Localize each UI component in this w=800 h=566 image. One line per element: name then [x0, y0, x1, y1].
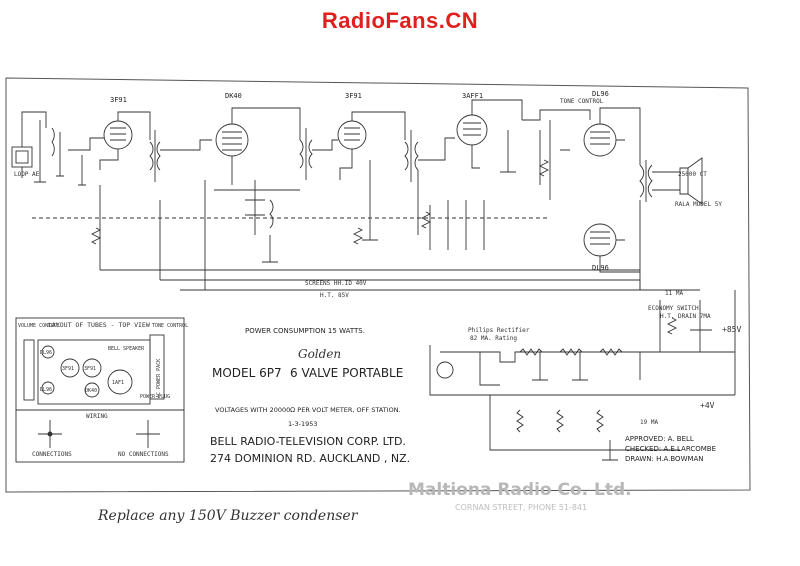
description-text: 6 VALVE PORTABLE — [290, 366, 403, 380]
layout-volume-label: VOLUME CONTROL — [18, 323, 60, 329]
economy-sub-label: H.T. DRAIN 7MA — [660, 313, 711, 320]
layout-ac-power-pack: AC POWER PACK — [156, 359, 162, 398]
tube-6-symbol — [583, 223, 617, 257]
voltages-text: VOLTAGES WITH 20000Ω PER VOLT METER, OFF… — [215, 406, 401, 414]
speaker-symbol — [679, 157, 703, 205]
date-text: 1-3-1953 — [288, 420, 318, 428]
dealer-stamp-address: CORNAN STREET, PHONE 51-841 — [455, 503, 587, 512]
rectifier-rating-label: 82 MA. Rating — [470, 335, 517, 342]
loop-aerial-label: LOOP AE — [14, 171, 40, 178]
tube-3-symbol — [337, 120, 367, 150]
tube-label-2: DK40 — [225, 92, 242, 100]
layout-tube-dk40: DK40 — [85, 388, 97, 394]
loop-aerial-symbol — [11, 146, 33, 168]
plus-4v-label: +4V — [700, 401, 715, 410]
ma-19-label: 19 MA — [640, 419, 658, 426]
power-consumption-text: POWER CONSUMPTION 15 WATTS. — [245, 327, 365, 335]
speaker-model-label: RALA MODEL 5Y — [675, 201, 722, 208]
layout-no-connections-label: NO CONNECTIONS — [118, 451, 169, 458]
watermark-logo: RadioFans.CN — [321, 8, 479, 33]
tube-label-3: 3F91 — [345, 92, 362, 100]
power-supply-wiring — [429, 290, 736, 461]
speaker-label: 25000 CT — [678, 171, 707, 178]
sheet-border — [5, 77, 751, 493]
dealer-stamp-company: Maltiona Radio Co. Ltd. — [408, 480, 632, 500]
layout-tube-3f91a: 3F91 — [62, 366, 74, 372]
tube-layout-box — [15, 317, 185, 463]
layout-bell-speaker: BELL SPEAKER — [108, 346, 145, 352]
tube-5-symbol — [583, 123, 617, 157]
layout-title: LAYOUT OF TUBES - TOP VIEW — [48, 321, 150, 329]
layout-connections-label: CONNECTIONS — [32, 451, 72, 458]
tube-4-symbol — [456, 114, 488, 146]
checked-text: CHECKED: A.E.LARCOMBE — [625, 445, 716, 453]
layout-tube-3f91b: 3F91 — [84, 366, 96, 372]
screen-bus-label: SCREENS HH.ID 40V — [305, 280, 367, 287]
layout-tone-label: TONE CONTROL — [152, 323, 188, 329]
philips-rectifier-label: Philips Rectifier — [468, 327, 530, 334]
tube-label-1: 3F91 — [110, 96, 127, 104]
handwritten-model-text: Golden — [298, 347, 341, 361]
address-text: 274 DOMINION RD. AUCKLAND , NZ. — [210, 452, 410, 465]
layout-tube-dl96a: DL96 — [40, 350, 52, 356]
handwritten-note: Replace any 150V Buzzer condenser — [97, 508, 359, 524]
model-text: MODEL 6P7 — [212, 366, 282, 380]
tube-label-6: DL96 — [592, 264, 609, 272]
economy-switch-label: ECONOMY SWITCH — [648, 305, 699, 312]
layout-wiring-label: WIRING — [86, 413, 108, 420]
layout-power-plug: POWER PLUG — [140, 394, 170, 400]
tube-label-4: 3AFF1 — [462, 92, 483, 100]
ht-bus-label: H.T. 85V — [320, 292, 349, 299]
drawn-text: DRAWN: H.A.BOWMAN — [625, 455, 704, 463]
tube-label-5: DL96 — [592, 90, 609, 98]
tube-2-symbol — [215, 123, 249, 157]
layout-tube-1af1: 1AF1 — [112, 380, 124, 386]
layout-tube-dl96b: DL96 — [40, 387, 52, 393]
company-text: BELL RADIO-TELEVISION CORP. LTD. — [210, 435, 406, 448]
approved-text: APPROVED: A. BELL — [625, 435, 694, 443]
plus-85v-label: +85V — [722, 325, 741, 334]
tone-control-label: TONE CONTROL — [560, 98, 604, 105]
main-wiring — [11, 99, 703, 291]
tube-1-symbol — [103, 120, 133, 150]
ma-reading-label: 11 MA — [665, 290, 683, 297]
